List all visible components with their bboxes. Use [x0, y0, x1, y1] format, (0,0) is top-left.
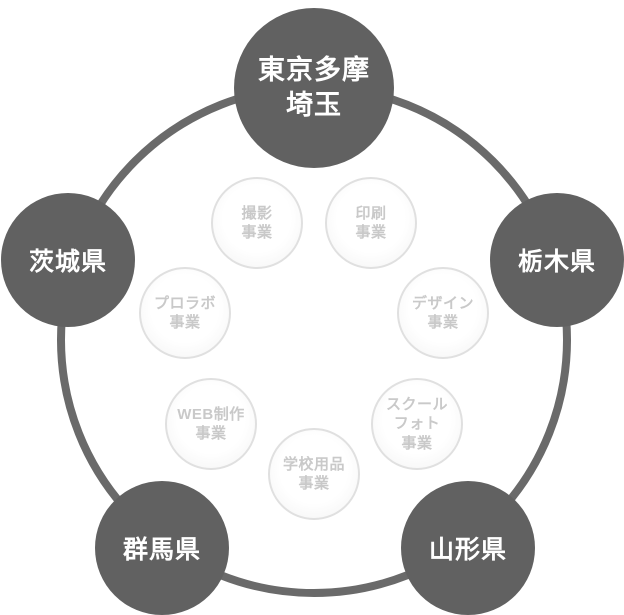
business-label-line: 学校用品	[282, 455, 345, 473]
business-circle-printing: 印刷 事業	[325, 177, 417, 269]
region-circle-yamagata: 山形県	[401, 481, 535, 615]
business-label-line: 事業	[401, 434, 433, 452]
region-label-line: 埼玉	[286, 90, 342, 120]
business-circle-school-photo: スクール フォト 事業	[371, 378, 463, 470]
region-label-line: 東京多摩	[258, 54, 370, 85]
business-circle-web-production: WEB制作 事業	[165, 378, 257, 470]
region-circle-ibaraki: 茨城県	[1, 193, 135, 327]
business-label-line: 事業	[355, 224, 387, 241]
region-circle-tochigi: 栃木県	[490, 193, 624, 327]
region-circle-tokyo-tama-saitama: 東京多摩 埼玉	[234, 8, 394, 168]
business-label-line: 事業	[195, 425, 227, 442]
business-label-line: 事業	[169, 314, 201, 331]
business-circle-school-supplies: 学校用品 事業	[268, 428, 360, 520]
business-label-line: プロラボ	[153, 294, 216, 312]
business-circle-design: デザイン 事業	[397, 267, 489, 359]
business-label-line: フォト	[393, 415, 441, 433]
region-label-line: 栃木県	[517, 248, 596, 276]
region-circle-gunma: 群馬県	[95, 481, 229, 615]
business-circle-photography: 撮影 事業	[211, 177, 303, 269]
business-label-line: 事業	[427, 314, 459, 331]
business-label-line: 事業	[241, 224, 273, 241]
business-label-line: デザイン	[411, 294, 474, 312]
business-label-line: スクール	[385, 395, 448, 413]
region-label-line: 群馬県	[122, 536, 201, 564]
business-label-line: 撮影	[241, 204, 273, 222]
business-label-line: WEB制作	[177, 405, 245, 423]
business-label-line: 印刷	[355, 204, 387, 222]
region-label-line: 茨城県	[28, 248, 107, 276]
business-circle-pro-lab: プロラボ 事業	[139, 267, 231, 359]
business-label-line: 事業	[298, 475, 330, 492]
region-label-line: 山形県	[428, 536, 507, 564]
